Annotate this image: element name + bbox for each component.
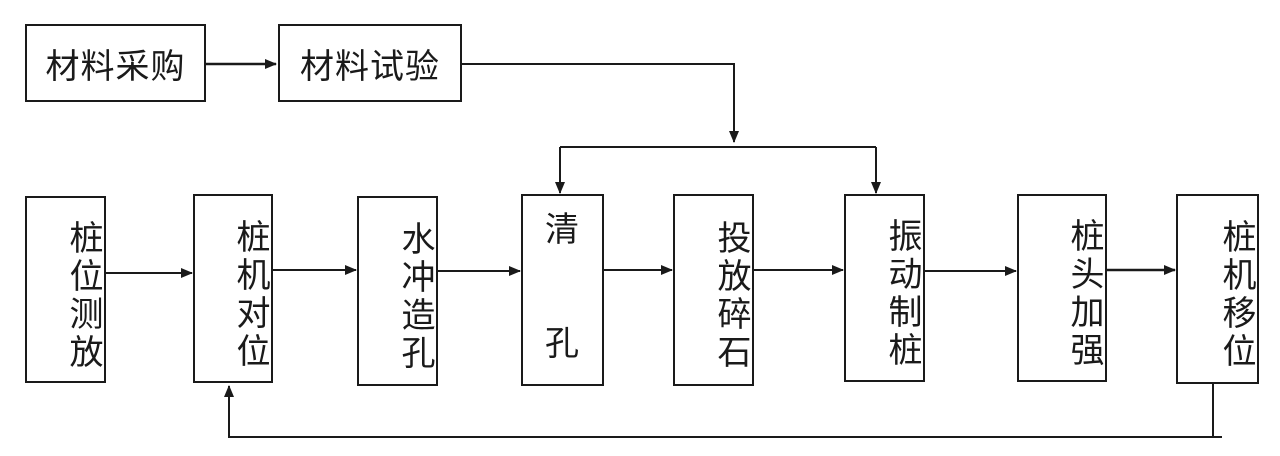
box-pile-head-reinforce: 桩头加强 [1017, 194, 1107, 382]
box-rig-alignment: 桩机对位 [193, 194, 273, 383]
feedback-loop-relocation-to-alignment [224, 384, 1214, 438]
label-material-purchase: 材料采购 [45, 46, 186, 87]
box-vibro-piling: 振动制桩 [844, 194, 925, 382]
connector-test-feed [462, 63, 739, 143]
label-water-jet-drilling: 水冲造孔 [395, 221, 435, 373]
label-pile-position-survey: 桩位测放 [63, 219, 103, 372]
box-water-jet-drilling: 水冲造孔 [357, 196, 438, 386]
label-material-test: 材料试验 [300, 46, 440, 87]
label-hole-cleaning-bottom: 孔 [545, 324, 580, 364]
box-material-test: 材料试验 [278, 24, 462, 102]
label-vibro-piling: 振动制桩 [882, 218, 922, 370]
box-pile-position-survey: 桩位测放 [25, 196, 106, 383]
label-hole-cleaning-top: 清 [545, 210, 580, 250]
box-material-purchase: 材料采购 [25, 24, 206, 102]
label-rig-relocation: 桩机移位 [1216, 219, 1256, 371]
label-gravel-placing: 投放碎石 [711, 220, 751, 372]
box-hole-cleaning: 清 孔 [521, 194, 604, 386]
box-gravel-placing: 投放碎石 [673, 194, 754, 386]
label-pile-head-reinforce: 桩头加强 [1064, 218, 1104, 370]
box-rig-relocation: 桩机移位 [1176, 194, 1259, 384]
label-rig-alignment: 桩机对位 [230, 218, 270, 371]
